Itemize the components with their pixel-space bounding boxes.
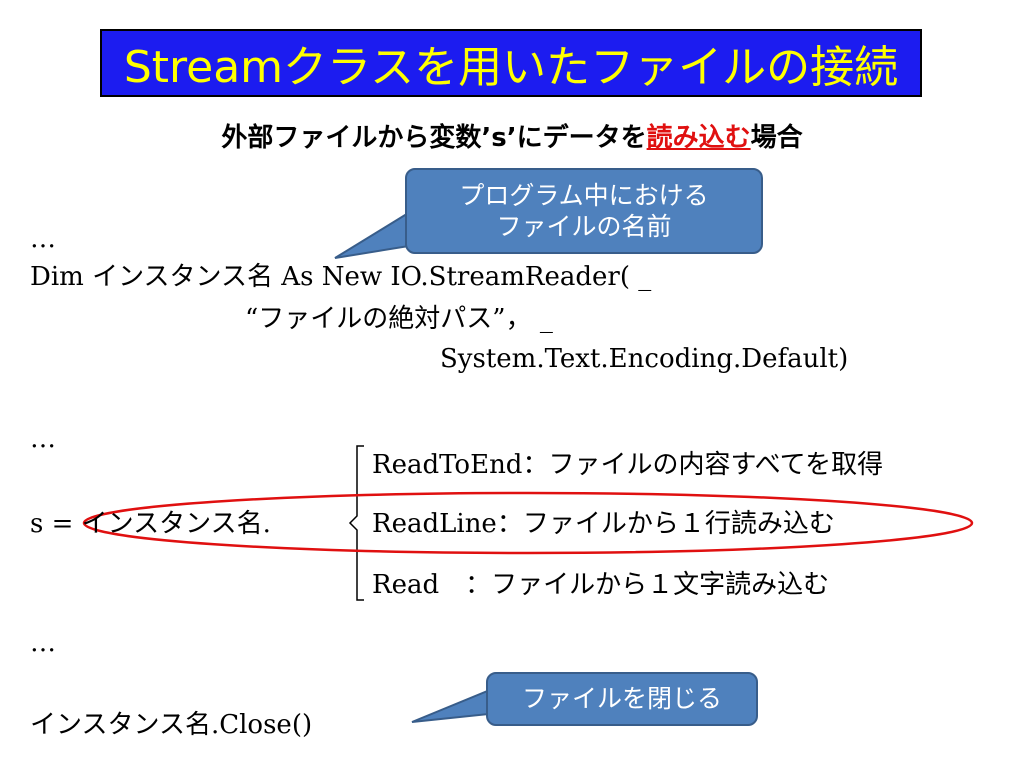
method-readline: ReadLine：ファイルから１行読み込む (372, 509, 835, 539)
subtitle-text: 外部ファイルから変数’s’にデータを (221, 123, 647, 153)
ellipsis-1: … (30, 224, 56, 254)
ellipsis-2: … (30, 424, 56, 454)
callout-close-label: ファイルを閉じる (521, 684, 722, 714)
method-readtoend: ReadToEnd：ファイルの内容すべてを取得 (372, 450, 884, 480)
method-brace (348, 445, 364, 601)
subtitle-suffix: 場合 (750, 123, 803, 153)
code-path-line: “ファイルの絶対パス”， _ (245, 304, 553, 334)
code-close-line: インスタンス名.Close() (30, 710, 313, 740)
highlight-ellipse (82, 491, 974, 555)
code-dim-line: Dim インスタンス名 As New IO.StreamReader( _ (30, 262, 652, 292)
slide-title: Streamクラスを用いたファイルの接続 (100, 29, 922, 97)
callout-close-file: ファイルを閉じる (486, 672, 758, 726)
code-encoding-line: System.Text.Encoding.Default) (440, 344, 849, 374)
callout-line-2: ファイルの名前 (496, 212, 672, 241)
ellipsis-3: … (30, 628, 56, 658)
code-assign-line: s = インスタンス名. (30, 509, 271, 539)
callout-file-name: プログラム中における ファイルの名前 (405, 168, 763, 254)
slide-subtitle: 外部ファイルから変数’s’にデータを読み込む場合 (0, 117, 1024, 154)
method-read: Read ：ファイルから１文字読み込む (372, 570, 830, 600)
callout-line-1: プログラム中における (459, 180, 709, 210)
subtitle-emphasis: 読み込む (646, 123, 751, 153)
